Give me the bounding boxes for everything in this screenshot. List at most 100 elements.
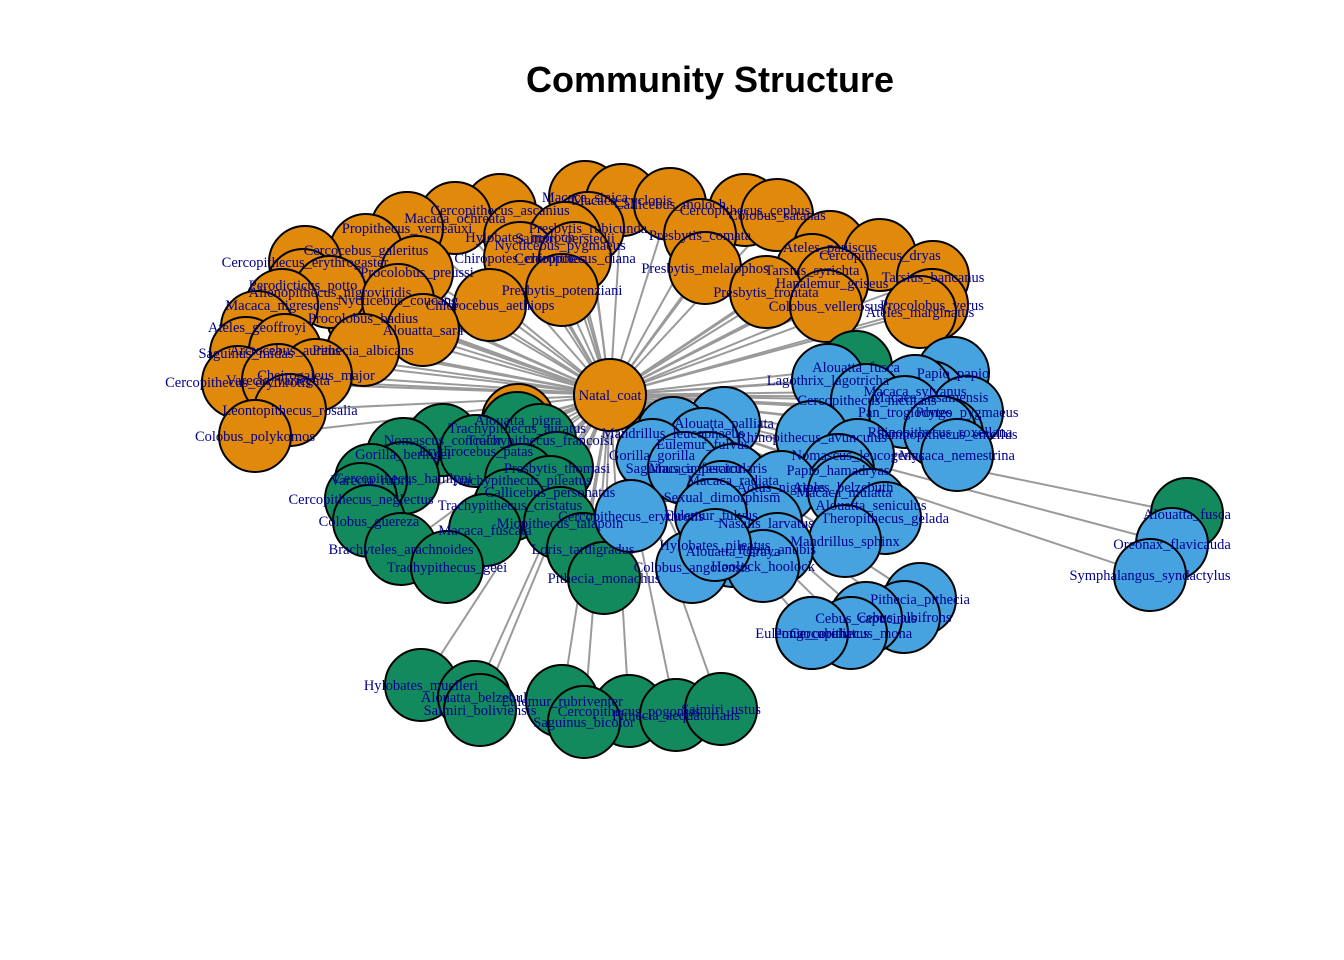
node-label: Hapalemur_griseus (776, 276, 889, 292)
node-label: Presbytis_melalophos (641, 261, 769, 277)
node-label: Aotus_nigripes (737, 480, 826, 496)
node-label: Colobus_angolensis (634, 560, 751, 576)
node-label: Alouatta_sara (383, 323, 464, 339)
edge (609, 305, 827, 396)
edge (609, 276, 934, 396)
node-label: Theropithecus_gelada (821, 511, 950, 527)
node-label: Brachyteles_arachnoides (329, 542, 474, 558)
node-label: Ateles_belzebuth (793, 480, 894, 496)
node-label: Cercopithecus_nictitans (797, 393, 937, 409)
node-label: Papio_papio (917, 366, 990, 382)
node (525, 253, 599, 327)
node-label: Papio_hamadryas (786, 463, 889, 479)
node (920, 418, 994, 492)
node-label: Presbytis_comata (649, 228, 752, 244)
node-label: Cercocebus_galeritus (304, 243, 429, 259)
node (443, 673, 517, 747)
node-label: Cercopithecus_hamlyni (334, 471, 472, 487)
node-label: Macaca_ochreata (404, 211, 506, 227)
node-label: Trachypithecus_francoisi (467, 433, 614, 449)
node-label: Allenopithecus_nigroviridis (249, 285, 412, 301)
node-label: Presbytis_potenziani (502, 283, 623, 299)
node-label: Gorilla_beringei (355, 447, 451, 463)
node-label: Chlorocebus_aethiops (426, 298, 555, 314)
node-label: Papio_anubis (738, 542, 816, 558)
node (567, 541, 641, 615)
node (1113, 538, 1187, 612)
hub-node (573, 358, 647, 432)
node-label: Miopithecus_talapoin (497, 516, 624, 532)
node-label: Colobus_guereza (319, 514, 420, 530)
node-label: Eulemur_rubriventer (501, 694, 623, 710)
node-label: Nasalis_larvatus (718, 516, 814, 532)
node-label: Ateles_marginatus (866, 305, 975, 321)
node-label: Pongo_abelii (774, 626, 851, 642)
node-label: Saguinus_bicolor (533, 715, 635, 731)
node-label: Trachypithecus_geei (387, 560, 507, 576)
node-label: Macaca_fascicularis (649, 461, 768, 477)
node-label: Cebus_albifrons (856, 610, 951, 626)
node-label: Macaca_fuscata (438, 523, 532, 539)
node (453, 268, 527, 342)
edge (289, 394, 611, 411)
edge (609, 311, 921, 396)
node-label: Arctocebus_aureus (229, 343, 340, 359)
node-label: Alouatta_belzebul (421, 690, 527, 706)
node-label: Alouatta_seniculus (815, 498, 927, 514)
node-label: Tarsius_bancanus (882, 270, 985, 286)
node-label: Saimiri_boliviensis (424, 703, 537, 719)
node-label: Nycticebus_pygmaeus (494, 238, 626, 254)
node-label: Mandrillus_sphinx (790, 534, 900, 550)
node-label: Ateles_geoffroyi (208, 320, 306, 336)
node-label: Macaca_sinica (542, 190, 629, 206)
node-label: Oreonax_flavicauda (1113, 537, 1231, 553)
node-label: Lagothrix_lagotricha (767, 373, 890, 389)
node-label: Eulemur_fulvus (664, 508, 758, 524)
node-label: Varecia_rubra (330, 473, 412, 489)
node-label: Callicebus_personatus (485, 485, 616, 501)
node (775, 596, 849, 670)
node-label: Procolobus_badius (308, 311, 419, 327)
node-label: Natal_coat (579, 388, 642, 404)
node-label: Presbytis_rubicunda (529, 221, 648, 237)
node-label: Cercopithecus_diana (514, 251, 636, 267)
node-label: Nomascus_leucogenys (792, 448, 925, 464)
node-label: Nomascus_concolor (384, 433, 503, 449)
node-label: Cercopithecus_erythrogaster (222, 255, 389, 271)
node-label: Cercopithecus_dryas (819, 248, 941, 264)
node-label: Varecia_variegata (226, 373, 330, 389)
node-label: Alouatta_pigra (475, 413, 563, 429)
node-label: Procolobus_verus (880, 298, 984, 314)
graph-title: Community Structure (526, 59, 894, 100)
node-label: Rhinopithecus_avunculus (737, 430, 887, 446)
node-label: Colobus_satanas (728, 208, 826, 224)
node-label: Presbytis_thomasi (504, 461, 610, 477)
node-label: Pithecia_pithecia (870, 592, 970, 608)
node-label: Colobus_polykomos (195, 429, 315, 445)
node-label: Macaca_cyclopis (572, 193, 673, 209)
node-label: Leontopithecus_rosalia (222, 403, 358, 419)
node-label: Macaca_nemestrina (899, 448, 1016, 464)
node-label: Hoolock_hoolock (711, 559, 816, 575)
node-label: Cebus_capucinus (815, 611, 917, 627)
node-label: Trachypithecus_pileatus (450, 473, 592, 489)
node (678, 508, 752, 582)
node-label: Macaca_mulatta (796, 485, 892, 501)
node-label: Sexual_dimorphism (664, 490, 782, 506)
node-label: Eulemur_coronatus (755, 626, 869, 642)
node-label: Cercopithecus_erythrotis (558, 509, 704, 525)
node-label: Macaca_radiata (687, 473, 779, 489)
node (410, 530, 484, 604)
node (594, 479, 668, 553)
node-label: Semnopithecus_entellus (877, 427, 1018, 443)
node-label: Alouatta_palliata (674, 416, 774, 432)
node (218, 399, 292, 473)
node-label: Pithecia_aequatorialis (612, 708, 740, 724)
node-label: Propithecus_verreauxi (342, 221, 472, 237)
node (789, 269, 863, 343)
node-label: Presbytis_frontata (713, 285, 819, 301)
node-label: Symphalangus_syndactylus (1069, 568, 1230, 584)
node-label: Callicebus_moloch (614, 197, 727, 213)
node-label: Macaca_assamensis (872, 390, 989, 406)
